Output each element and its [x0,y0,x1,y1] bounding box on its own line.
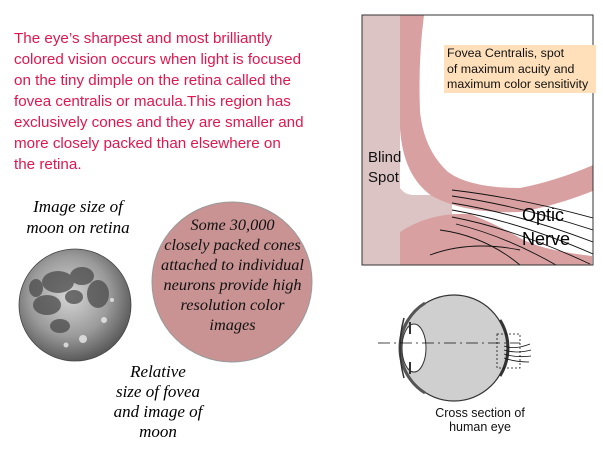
intro-line: on the tiny dimple on the retina called … [14,72,291,89]
moon-image [18,248,132,362]
blind-spot-label: Blind Spot [368,148,401,188]
fovea-circle-line: neurons provide high [163,275,302,294]
fovea-circle-text: Some 30,000 closely packed cones attache… [150,205,315,345]
fovea-circle-line: resolution color [180,295,285,314]
intro-line: the retina. [14,156,82,173]
relative-size-label: Relative size of fovea and image of moon [108,362,208,442]
fovea-circle-line: closely packed cones [164,235,301,254]
fovea-circle-line: attached to individual [161,255,304,274]
eye-caption-line: human eye [449,420,511,434]
intro-line: The eye’s sharpest and most brilliantly [14,30,273,47]
moon-label-line: moon on retina [26,218,130,237]
fovea-size-circle [151,201,313,363]
intro-line: exclusively cones and they are smaller a… [14,114,304,131]
fovea-circle-line: images [209,315,256,334]
optic-nerve-line: Optic [522,205,565,225]
fovea-label-line: of maximum acuity and [447,61,575,76]
optic-nerve-label: Optic Nerve [522,203,570,251]
optic-nerve-fibers [439,189,593,265]
eye-caption-line: Cross section of [435,406,525,420]
eye-caption: Cross section of human eye [414,406,546,434]
relative-label-line: and image of [113,402,203,421]
fovea-label-line: maximum color sensitivity [447,77,589,91]
intro-paragraph: The eye’s sharpest and most brilliantly … [14,28,354,175]
intro-line: colored vision occurs when light is focu… [14,51,302,68]
blind-spot-line: Spot [368,169,399,186]
fovea-centralis-label: Fovea Centralis, spot of maximum acuity … [444,45,596,93]
intro-line: more closely packed than elsewhere on [14,135,281,152]
relative-label-line: Relative [130,362,186,381]
fovea-label-line: Fovea Centralis, spot [447,46,565,60]
intro-line: fovea centralis or macula.This region ha… [14,93,291,110]
relative-label-line: moon [139,422,177,441]
moon-label-line: Image size of [33,197,123,216]
relative-label-line: size of fovea [115,382,201,401]
retina-diagram [361,14,594,266]
fovea-circle-line: Some 30,000 [190,215,275,234]
blind-spot-line: Blind [368,149,402,166]
optic-nerve-line: Nerve [522,229,571,249]
eye-cross-section [378,294,532,402]
moon-size-label: Image size of moon on retina [8,196,148,238]
